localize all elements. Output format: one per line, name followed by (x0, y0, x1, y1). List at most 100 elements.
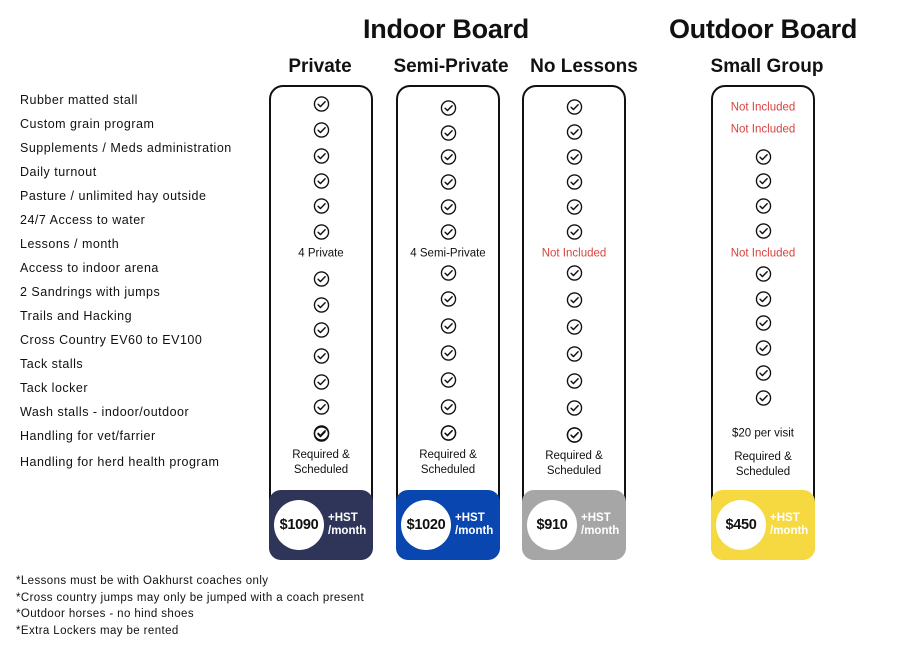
feature-label: Handling for herd health program (20, 455, 220, 469)
plan-title-private: Private (288, 56, 352, 77)
check-icon (271, 374, 371, 391)
check-icon (398, 399, 498, 416)
check-icon (271, 122, 371, 139)
footnote: *Extra Lockers may be rented (16, 625, 179, 637)
price-suffix: +HST/month (770, 512, 809, 537)
check-icon (713, 315, 813, 332)
check-icon (271, 322, 371, 339)
check-icon (713, 173, 813, 190)
feature-label: Trails and Hacking (20, 309, 133, 323)
feature-label: Custom grain program (20, 117, 155, 131)
footnote: *Lessons must be with Oakhurst coaches o… (16, 575, 269, 587)
check-icon (398, 174, 498, 191)
check-icon (524, 373, 624, 390)
check-icon (271, 148, 371, 165)
feature-label: Rubber matted stall (20, 93, 138, 107)
feature-label: 24/7 Access to water (20, 213, 146, 227)
check-icon (271, 224, 371, 241)
plan-cell-text: Required & Scheduled (419, 449, 477, 476)
footnote: *Outdoor horses - no hind shoes (16, 608, 194, 620)
feature-label: Daily turnout (20, 165, 97, 179)
price-amount: $910 (527, 500, 577, 550)
feature-label: Lessons / month (20, 237, 120, 251)
price-box: $1020+HST/month (396, 490, 500, 560)
price-suffix: +HST/month (328, 512, 367, 537)
check-icon (713, 365, 813, 382)
feature-label: Tack stalls (20, 357, 84, 371)
check-icon (524, 427, 624, 444)
check-icon (271, 297, 371, 314)
plan-cell-text: Required & Scheduled (734, 451, 792, 478)
plan-cell-text: $20 per visit (731, 427, 794, 440)
check-icon (398, 100, 498, 117)
check-icon (398, 318, 498, 335)
check-icon (713, 390, 813, 407)
not-included-label: Not Included (730, 123, 796, 136)
not-included-label: Not Included (541, 247, 607, 260)
price-amount: $1090 (274, 500, 324, 550)
feature-label: Wash stalls - indoor/outdoor (20, 405, 190, 419)
check-icon (524, 99, 624, 116)
outdoor-board-heading: Outdoor Board (668, 14, 858, 44)
check-icon (398, 224, 498, 241)
check-icon (524, 265, 624, 282)
plan-title-semi-private: Semi-Private (393, 56, 509, 77)
check-icon (524, 149, 624, 166)
price-box: $450+HST/month (711, 490, 815, 560)
check-icon (713, 198, 813, 215)
plan-cell-text: Required & Scheduled (292, 449, 350, 476)
price-amount: $450 (716, 500, 766, 550)
plan-title-no-lessons: No Lessons (530, 56, 638, 77)
check-icon (398, 345, 498, 362)
price-suffix: +HST/month (581, 512, 620, 537)
check-icon (713, 149, 813, 166)
footnote: *Cross country jumps may only be jumped … (16, 592, 365, 604)
check-icon (713, 266, 813, 283)
check-icon (271, 348, 371, 365)
check-icon (524, 224, 624, 241)
check-icon (524, 400, 624, 417)
check-icon (713, 291, 813, 308)
plan-cell-text: Required & Scheduled (545, 450, 603, 477)
check-icon (524, 292, 624, 309)
feature-label: Supplements / Meds administration (20, 141, 232, 155)
check-icon (398, 125, 498, 142)
check-icon (524, 319, 624, 336)
price-suffix: +HST/month (455, 512, 494, 537)
check-icon (398, 291, 498, 308)
not-included-label: Not Included (730, 247, 796, 260)
check-icon (713, 340, 813, 357)
plan-title-small-group: Small Group (710, 56, 824, 77)
feature-label: Cross Country EV60 to EV100 (20, 333, 203, 347)
plan-cell-text: 4 Semi-Private (410, 247, 486, 260)
check-icon (524, 199, 624, 216)
not-included-label: Not Included (730, 101, 796, 114)
check-icon (398, 425, 498, 442)
check-icon (398, 199, 498, 216)
check-icon (271, 399, 371, 416)
check-icon (271, 271, 371, 288)
price-amount: $1020 (401, 500, 451, 550)
check-icon (271, 426, 371, 443)
check-icon (524, 124, 624, 141)
price-box: $1090+HST/month (269, 490, 373, 560)
check-icon (398, 265, 498, 282)
feature-label: 2 Sandrings with jumps (20, 285, 161, 299)
check-icon (713, 223, 813, 240)
check-icon (271, 198, 371, 215)
check-icon (271, 96, 371, 113)
check-icon (398, 149, 498, 166)
check-icon (271, 173, 371, 190)
feature-label: Pasture / unlimited hay outside (20, 189, 207, 203)
price-box: $910+HST/month (522, 490, 626, 560)
feature-label: Tack locker (20, 381, 89, 395)
indoor-board-heading: Indoor Board (363, 14, 529, 44)
check-icon (524, 174, 624, 191)
check-icon (398, 372, 498, 389)
feature-label: Access to indoor arena (20, 261, 159, 275)
plan-cell-text: 4 Private (298, 247, 344, 260)
